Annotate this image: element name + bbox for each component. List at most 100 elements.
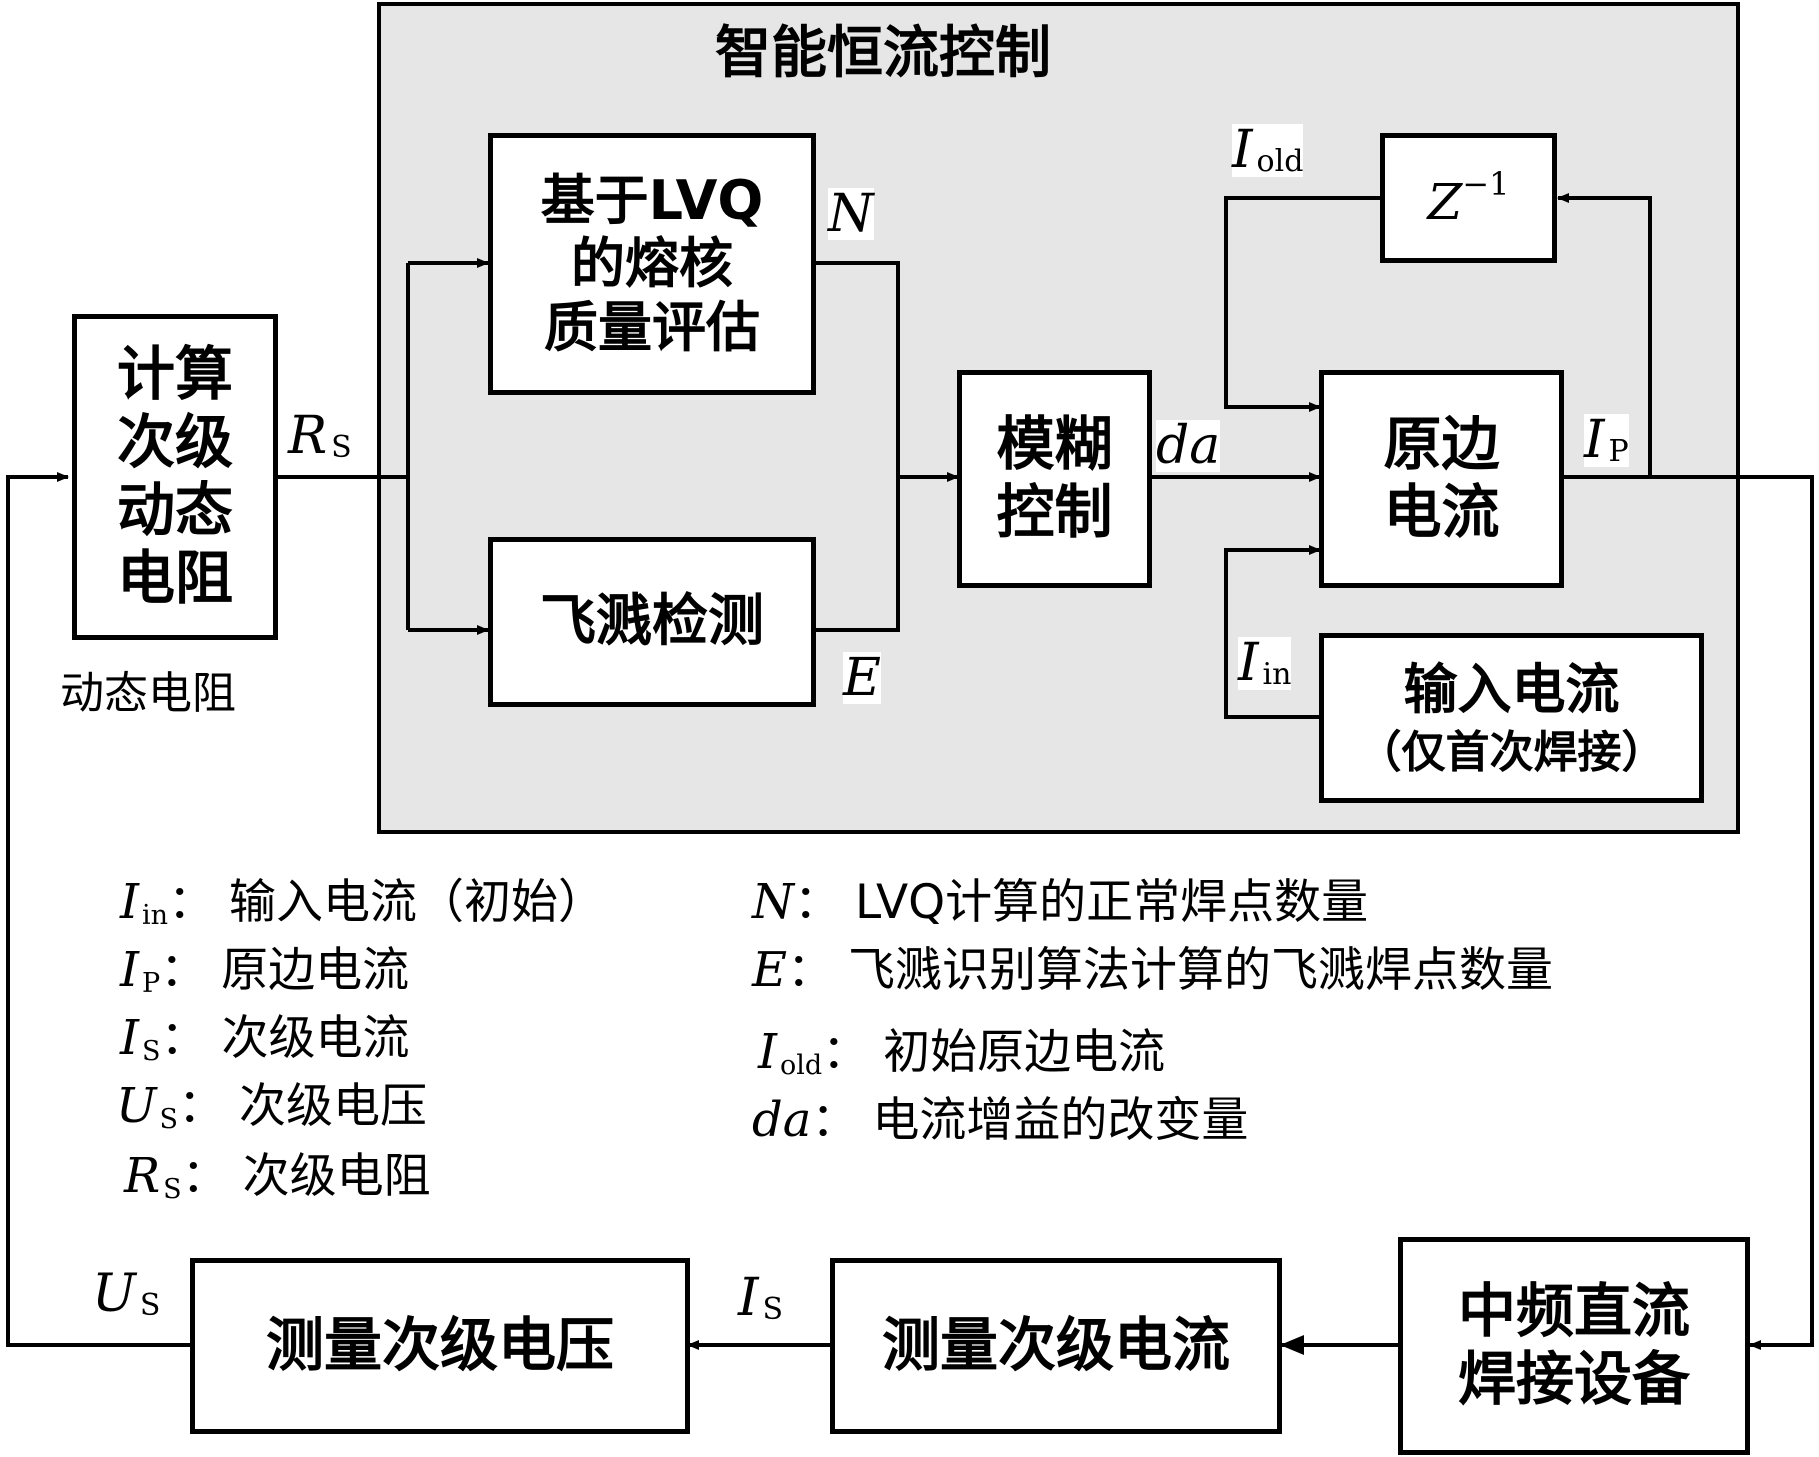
is-sub: S [762, 1292, 784, 1327]
us-base: U [92, 1264, 136, 1324]
e-base: E [843, 648, 881, 708]
legend-symbol: E [752, 942, 787, 998]
lvq-line-3: 质量评估 [544, 295, 760, 359]
legend-symbol-sub: old [779, 1050, 823, 1081]
input-current-line-2: （仅首次焊接） [1357, 726, 1666, 778]
iold-base: I [1232, 120, 1253, 180]
measure-secondary-current-box: 测量次级电流 [830, 1258, 1282, 1434]
legend-text: 初始原边电流 [883, 1025, 1166, 1080]
legend-separator: ： [177, 1079, 225, 1134]
primary-current-box: 原边 电流 [1319, 370, 1564, 588]
legend-text: 原边电流 [221, 943, 410, 998]
panel-title: 智能恒流控制 [715, 21, 1051, 86]
calc-line-1: 计算 [116, 340, 233, 409]
legend-right-item: da：电流增益的改变量 [752, 1096, 1248, 1144]
legend-symbol-sub: S [159, 1104, 178, 1135]
legend-text: 输入电流（初始） [229, 875, 605, 930]
legend-text: LVQ计算的正常焊点数量 [855, 875, 1369, 930]
legend-symbol-sub: P [141, 968, 161, 999]
calc-line-4: 电阻 [116, 543, 233, 612]
welding-equipment-box: 中频直流 焊接设备 [1398, 1237, 1750, 1455]
input-current-line-1: 输入电流 [1403, 657, 1620, 721]
fuzzy-control-box: 模糊 控制 [957, 370, 1152, 588]
legend-symbol-sub: S [141, 1036, 161, 1067]
ip-to-delay-wire [1557, 193, 1652, 479]
calc-line-2: 次级 [116, 408, 233, 477]
calc-line-3: 动态 [116, 476, 233, 544]
iin-base: I [1238, 633, 1259, 693]
legend-symbol-base: I [758, 1024, 777, 1080]
legend-separator: ： [822, 1025, 870, 1080]
calc-dynamic-resistance-box: 计算 次级 动态 电阻 [72, 314, 278, 640]
legend-text: 次级电流 [221, 1011, 410, 1066]
spatter-detection-box: 飞溅检测 [488, 537, 816, 707]
ip-to-welder-wire [1650, 475, 1814, 1350]
is-base: I [738, 1268, 759, 1328]
legend-separator: ： [787, 943, 835, 998]
legend-separator: ： [168, 875, 215, 930]
signal-n-label: N [828, 188, 874, 240]
legend-symbol-base: I [120, 874, 139, 930]
legend-text: 次级电阻 [242, 1149, 431, 1204]
fuzzy-line-1: 模糊 [996, 410, 1113, 479]
primary-line-1: 原边 [1383, 410, 1500, 479]
measure-current-label: 测量次级电流 [881, 1311, 1230, 1380]
legend-text: 次级电压 [238, 1079, 427, 1134]
legend-symbol-base: E [752, 942, 788, 998]
iin-sub: in [1262, 657, 1292, 692]
legend-separator: ： [811, 1093, 859, 1148]
spatter-label: 飞溅检测 [540, 589, 764, 655]
measure-secondary-voltage-box: 测量次级电压 [190, 1258, 690, 1434]
legend-symbol-base: I [120, 942, 139, 998]
lvq-quality-eval-box: 基于LVQ 的熔核 质量评估 [488, 133, 816, 395]
feedback-us-wire [6, 472, 190, 1347]
delay-exponent: −1 [1462, 164, 1510, 203]
dynamic-resistance-caption: 动态电阻 [60, 668, 236, 719]
welder-line-2: 焊接设备 [1457, 1345, 1690, 1413]
unit-delay-box: Z−1 [1380, 133, 1557, 263]
legend-symbol: N [752, 874, 794, 930]
measure-voltage-label: 测量次级电压 [265, 1311, 614, 1380]
iin-wire [1224, 545, 1321, 719]
fuzzy-line-2: 控制 [996, 478, 1113, 546]
lvq-line-1: 基于LVQ [540, 169, 764, 233]
primary-line-2: 电流 [1383, 478, 1500, 546]
legend-symbol-base: I [120, 1010, 139, 1066]
rs-sub: S [331, 430, 352, 465]
n-wire [815, 261, 900, 632]
iold-wire [1224, 196, 1382, 412]
legend-symbol-sub: in [141, 900, 168, 931]
input-current-box: 输入电流 （仅首次焊接） [1319, 633, 1704, 803]
iold-sub: old [1256, 144, 1304, 179]
signal-e-label: E [843, 652, 881, 704]
legend-separator: ： [181, 1149, 229, 1204]
us-sub: S [139, 1288, 161, 1323]
legend-symbol-base: N [752, 874, 794, 930]
legend-separator: ： [160, 943, 208, 998]
legend-symbol-sub: S [163, 1174, 182, 1205]
legend-symbol: da [752, 1092, 811, 1148]
legend-separator: ： [160, 1011, 208, 1066]
rs-base: R [288, 406, 328, 466]
lvq-line-2: 的熔核 [571, 232, 733, 296]
legend-symbol-base: da [752, 1092, 812, 1148]
ip-base: I [1584, 410, 1605, 470]
delay-symbol: Z [1427, 172, 1463, 231]
legend-symbol-base: R [124, 1148, 161, 1204]
welder-line-1: 中频直流 [1457, 1277, 1690, 1346]
